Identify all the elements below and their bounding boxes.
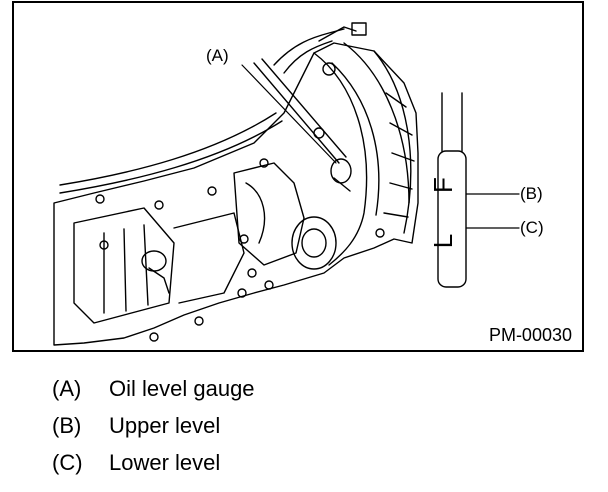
center-housing-edge	[245, 182, 266, 244]
gauge-stick-shaft	[441, 92, 463, 152]
bolt	[239, 234, 249, 244]
gauge-mark-lower: L	[428, 234, 458, 248]
legend-key: (A)	[52, 376, 82, 401]
bolt	[247, 268, 257, 278]
callout-c-label: (C)	[520, 218, 544, 237]
housing-ribs	[383, 92, 415, 218]
bell-housing-rim	[373, 50, 412, 234]
bolt	[375, 228, 385, 238]
callout-a-label: (A)	[206, 46, 229, 65]
gauge-mark-upper: F	[428, 177, 458, 193]
legend-text: Upper level	[109, 413, 221, 438]
rear-case-panel	[73, 207, 175, 324]
gauge-tube	[261, 58, 347, 158]
bell-housing-rim	[331, 62, 380, 216]
bolt	[313, 127, 325, 139]
bolt	[322, 62, 336, 76]
bolt	[237, 288, 247, 298]
case-ribs	[103, 224, 149, 314]
sensor-body	[148, 267, 170, 294]
bolt	[95, 194, 105, 204]
figure-frame: F L (A) (B) (C) PM-00030	[12, 1, 584, 352]
bell-housing-rim	[313, 52, 368, 266]
bell-housing-rim	[343, 42, 410, 204]
flange-center	[301, 228, 327, 258]
harness-wire	[59, 120, 283, 194]
gauge-handle	[330, 158, 352, 184]
mid-case-panel	[173, 212, 245, 304]
bolt	[99, 240, 109, 250]
gauge-handle-base	[333, 177, 351, 192]
connector-plug	[351, 22, 367, 36]
bolt	[207, 186, 217, 196]
figure-code: PM-00030	[488, 325, 572, 345]
flange-boss	[291, 216, 337, 270]
legend-key: (B)	[52, 413, 82, 438]
harness-wire	[273, 28, 345, 66]
bolt	[154, 200, 164, 210]
legend-key: (C)	[52, 450, 83, 475]
gauge-blade	[437, 150, 467, 288]
transmission-drawing: F L	[53, 22, 520, 346]
case-outline	[53, 42, 419, 346]
bolt	[149, 332, 159, 342]
legend-text: Lower level	[109, 450, 221, 475]
legend-text: Oil level gauge	[109, 376, 255, 401]
bolt	[194, 316, 204, 326]
harness-wire	[59, 112, 277, 186]
harness-wire	[283, 40, 333, 74]
bolt	[264, 280, 274, 290]
callout-b-label: (B)	[520, 184, 543, 203]
center-housing	[233, 162, 305, 266]
bolt	[259, 158, 269, 168]
callout-a-leader	[241, 64, 337, 164]
gauge-tube	[253, 62, 340, 164]
